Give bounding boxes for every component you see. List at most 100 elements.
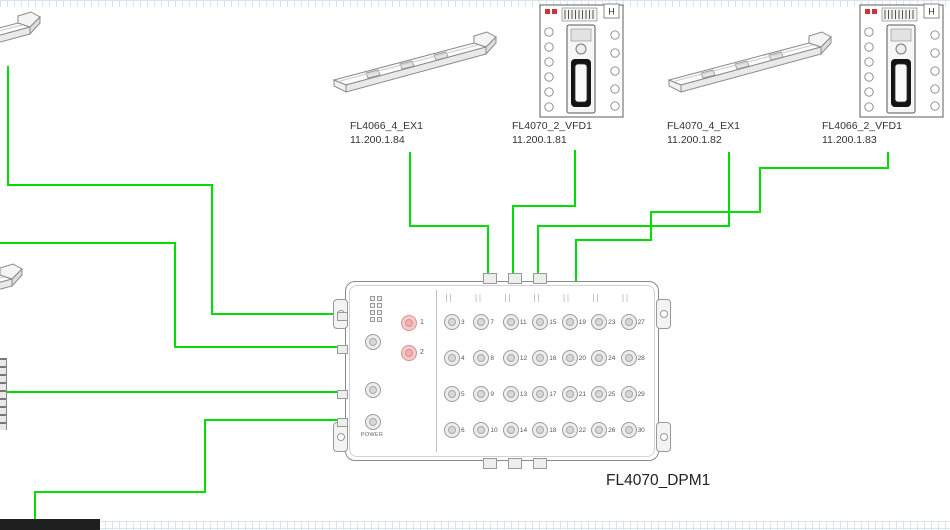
port-number: 27 <box>637 318 645 326</box>
port-icon <box>473 350 490 366</box>
red-indicator-icon <box>552 9 557 14</box>
port-icon <box>473 386 490 402</box>
port-icon <box>591 314 608 330</box>
device-fl4066-4-ex1[interactable] <box>328 24 503 96</box>
dpm-port: 4 <box>444 350 473 366</box>
port-number: 25 <box>608 390 616 398</box>
port-number: 20 <box>578 354 586 362</box>
connector-circles <box>864 27 940 112</box>
port-icon <box>591 350 608 366</box>
port-icon <box>620 386 637 402</box>
port-number: 7 <box>490 318 495 326</box>
port-icon <box>532 386 549 402</box>
port-number: 14 <box>519 426 528 434</box>
rail-drawing <box>0 11 41 43</box>
grid-edge-top <box>0 0 950 7</box>
port-number: 22 <box>578 426 586 434</box>
port-number: 4 <box>461 354 465 362</box>
dpm-port: 17 <box>532 386 561 402</box>
connection-line[interactable] <box>0 242 340 348</box>
connection-line[interactable] <box>512 150 576 283</box>
device-ip: 11.200.1.83 <box>822 133 877 146</box>
port-number: 24 <box>608 354 616 362</box>
dpm-port: 9 <box>473 386 502 402</box>
dpm-port: 28 <box>620 350 650 366</box>
h-badge: H <box>928 7 935 17</box>
device-fl4066-2-vfd1[interactable]: H <box>858 2 946 120</box>
dpm-port: 3 <box>444 314 473 330</box>
dpm-port: 30 <box>620 422 650 438</box>
dip-switch-icon <box>564 10 594 19</box>
port-number: 29 <box>637 390 645 398</box>
rail-drawing <box>667 31 832 93</box>
port-icon <box>365 414 381 430</box>
connector-circles <box>544 27 620 112</box>
port-icon <box>365 334 381 350</box>
bottom-connector-stub <box>533 458 547 469</box>
dpm-port: 6 <box>444 422 473 438</box>
red-indicator-icon <box>865 9 870 14</box>
port-number: 21 <box>578 390 586 398</box>
power-label: POWER <box>360 432 384 438</box>
panel-drawing: H <box>539 3 624 118</box>
port-icon <box>532 350 549 366</box>
port-icon <box>502 422 519 438</box>
device-fl4070-4-ex1[interactable] <box>663 24 838 96</box>
device-name: FL4070_2_VFD1 <box>512 120 592 132</box>
port-number: 18 <box>549 426 557 434</box>
port-number: 28 <box>637 354 645 362</box>
port-icon <box>444 350 460 366</box>
label-fl4070-4-ex1: FL4070_4_EX1 11.200.1.82 <box>667 120 740 147</box>
port-number: 11 <box>519 318 527 326</box>
port-number: 17 <box>549 390 557 398</box>
device-ip: 11.200.1.82 <box>667 133 722 146</box>
port-icon <box>502 350 519 366</box>
device-partial-rail-mid-left[interactable] <box>0 256 29 328</box>
left-connector-stub <box>337 312 348 321</box>
device-partial-bottom-bar[interactable] <box>0 519 100 530</box>
left-connector-stub <box>337 418 348 427</box>
device-name: FL4070_4_EX1 <box>667 120 740 132</box>
connection-line[interactable] <box>537 152 730 283</box>
port-number: 5 <box>461 390 465 398</box>
dpm-port: 11 <box>502 314 532 330</box>
connection-line[interactable] <box>34 419 340 530</box>
label-fl4066-2-vfd1: FL4066_2_VFD1 11.200.1.83 <box>822 120 902 147</box>
port-icon <box>620 314 637 330</box>
left-connector-stub <box>337 390 348 399</box>
rail-drawing <box>0 263 23 290</box>
port-icon <box>620 422 637 438</box>
bottom-connector-stub <box>508 458 522 469</box>
rail-drawing <box>332 31 497 93</box>
device-partial-rail-top-left[interactable] <box>0 4 47 76</box>
port-icon <box>473 422 490 438</box>
port-icon <box>591 422 608 438</box>
device-fl4070-2-vfd1[interactable]: H <box>538 2 626 120</box>
port-number: 26 <box>608 426 616 434</box>
dpm-port: 16 <box>532 350 561 366</box>
dpm-port: 14 <box>502 422 532 438</box>
port-icon-red-2 <box>401 345 417 361</box>
h-badge: H <box>608 7 615 17</box>
port-icon <box>502 314 519 330</box>
port-icon <box>444 422 460 438</box>
port-number: 6 <box>461 426 465 434</box>
grid-column-ticks <box>446 294 650 302</box>
dpm-port: 19 <box>561 314 591 330</box>
port-icon <box>620 350 637 366</box>
connection-line[interactable] <box>575 152 889 283</box>
port-number: 2 <box>420 349 424 356</box>
port-icon <box>561 422 578 438</box>
connection-line[interactable] <box>7 66 340 315</box>
connection-line[interactable] <box>409 152 489 283</box>
device-partial-left-strip[interactable] <box>0 358 7 430</box>
port-icon-red-1 <box>401 315 417 331</box>
port-number: 3 <box>461 318 465 326</box>
dpm-port: 18 <box>532 422 561 438</box>
device-ip: 11.200.1.84 <box>350 133 405 146</box>
dpm-port: 24 <box>591 350 620 366</box>
port-number: 9 <box>490 390 495 398</box>
